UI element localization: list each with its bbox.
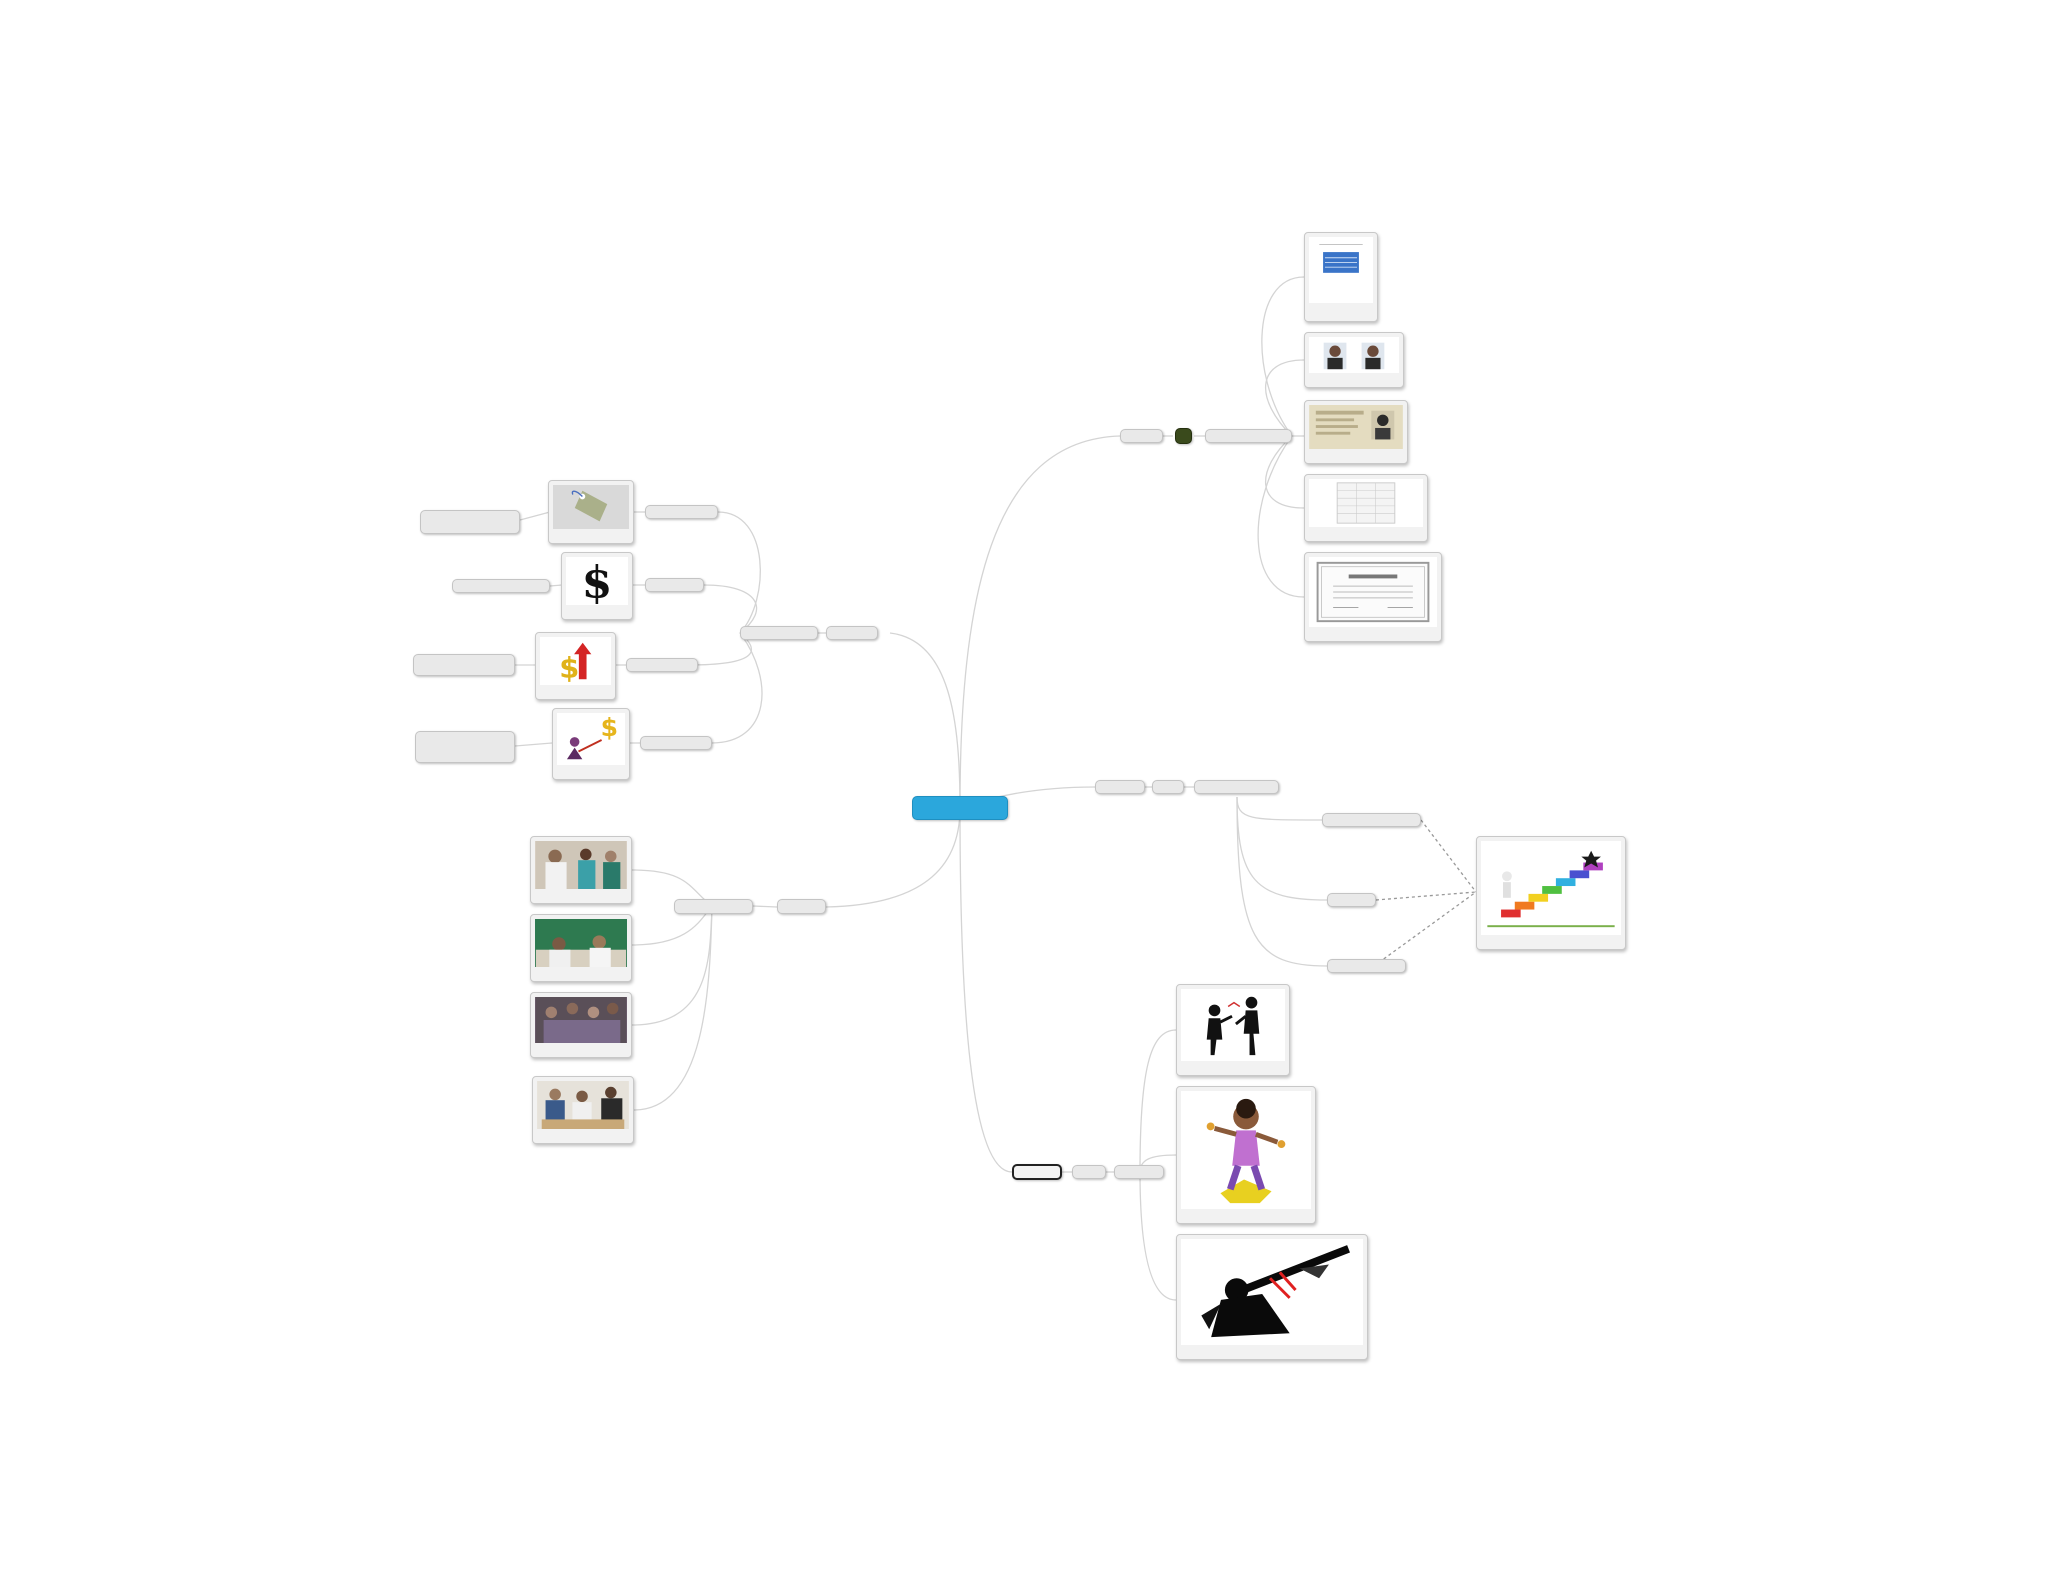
marker-icon[interactable] (1175, 428, 1192, 444)
note-node[interactable] (452, 579, 550, 593)
image-caption (533, 891, 629, 901)
certificate-card[interactable] (1304, 552, 1442, 642)
topic-node[interactable] (777, 899, 826, 914)
staircase-image-card[interactable] (1476, 836, 1626, 950)
office-meeting-photo-card[interactable] (532, 1076, 634, 1144)
image-caption (1179, 1347, 1365, 1357)
spreadsheet-document-card[interactable] (1304, 474, 1428, 542)
subtopic-node[interactable] (645, 578, 704, 592)
image-caption (1479, 937, 1623, 947)
topic-node[interactable] (1194, 780, 1279, 794)
certificate (1309, 557, 1437, 627)
svg-text:$: $ (559, 650, 579, 684)
central-topic[interactable] (912, 796, 1008, 820)
id-photos-card[interactable] (1304, 332, 1404, 388)
svg-text:$: $ (582, 557, 613, 605)
image-caption (535, 1131, 631, 1141)
form-document-card[interactable] (1304, 232, 1378, 322)
price-tag-image-card[interactable] (548, 480, 634, 544)
topic-node[interactable] (1012, 1164, 1062, 1180)
subtopic-node[interactable] (1322, 813, 1421, 827)
money-person-icon: $ (557, 713, 625, 765)
image-caption (1179, 1063, 1287, 1073)
note-node[interactable] (413, 654, 515, 676)
image-caption (1179, 1211, 1313, 1221)
subtopic-node[interactable] (1327, 893, 1376, 907)
id-photos (1309, 337, 1399, 373)
image-caption (1307, 529, 1425, 539)
svg-text:$: $ (601, 713, 618, 742)
topic-node[interactable] (674, 899, 753, 914)
dollar-image-card[interactable]: $ (561, 552, 633, 620)
subtopic-node[interactable] (1327, 959, 1406, 973)
image-caption (538, 687, 613, 697)
image-caption (533, 969, 629, 979)
office-meeting-photo (537, 1081, 629, 1129)
topic-node[interactable] (1072, 1165, 1106, 1179)
classroom-photo-card[interactable] (530, 914, 632, 982)
image-caption (1307, 451, 1405, 461)
subtopic-node[interactable] (645, 505, 718, 519)
money-growth-icon: $ (540, 637, 611, 685)
id-card (1309, 405, 1403, 449)
image-caption (1307, 375, 1401, 385)
classroom-photo (535, 919, 627, 967)
note-node[interactable] (415, 731, 515, 763)
note-node[interactable] (420, 510, 520, 534)
image-caption (551, 531, 631, 541)
image-caption (1307, 309, 1375, 319)
spreadsheet-document (1309, 479, 1423, 527)
image-caption (555, 767, 627, 777)
dollar-sign-icon: $ (566, 557, 628, 605)
staircase-success-illustration (1481, 841, 1621, 935)
team-meeting-photo-card[interactable] (530, 836, 632, 904)
topic-node[interactable] (1114, 1165, 1164, 1179)
id-card-card[interactable] (1304, 400, 1408, 464)
topic-node[interactable] (826, 626, 878, 640)
image-caption (533, 1045, 629, 1055)
form-document (1309, 237, 1373, 303)
topic-node[interactable] (1152, 780, 1184, 794)
dancing-person-illustration (1181, 1091, 1311, 1209)
image-caption (564, 607, 630, 617)
musician-silhouette-illustration (1181, 1239, 1363, 1345)
topic-node[interactable] (1095, 780, 1145, 794)
team-meeting-photo (535, 841, 627, 889)
people-talking-illustration (1181, 989, 1285, 1061)
dancing-person-image-card[interactable] (1176, 1086, 1316, 1224)
subtopic-node[interactable] (626, 658, 698, 672)
topic-node[interactable] (1205, 429, 1292, 443)
group-discussion-photo-card[interactable] (530, 992, 632, 1058)
money-growth-image-card[interactable]: $ (535, 632, 616, 700)
topic-node[interactable] (1120, 429, 1163, 443)
musician-image-card[interactable] (1176, 1234, 1368, 1360)
people-talking-image-card[interactable] (1176, 984, 1290, 1076)
group-discussion-photo (535, 997, 627, 1043)
price-tag-icon (553, 485, 629, 529)
subtopic-node[interactable] (640, 736, 712, 750)
image-caption (1307, 629, 1439, 639)
topic-node[interactable] (740, 626, 818, 640)
money-person-image-card[interactable]: $ (552, 708, 630, 780)
